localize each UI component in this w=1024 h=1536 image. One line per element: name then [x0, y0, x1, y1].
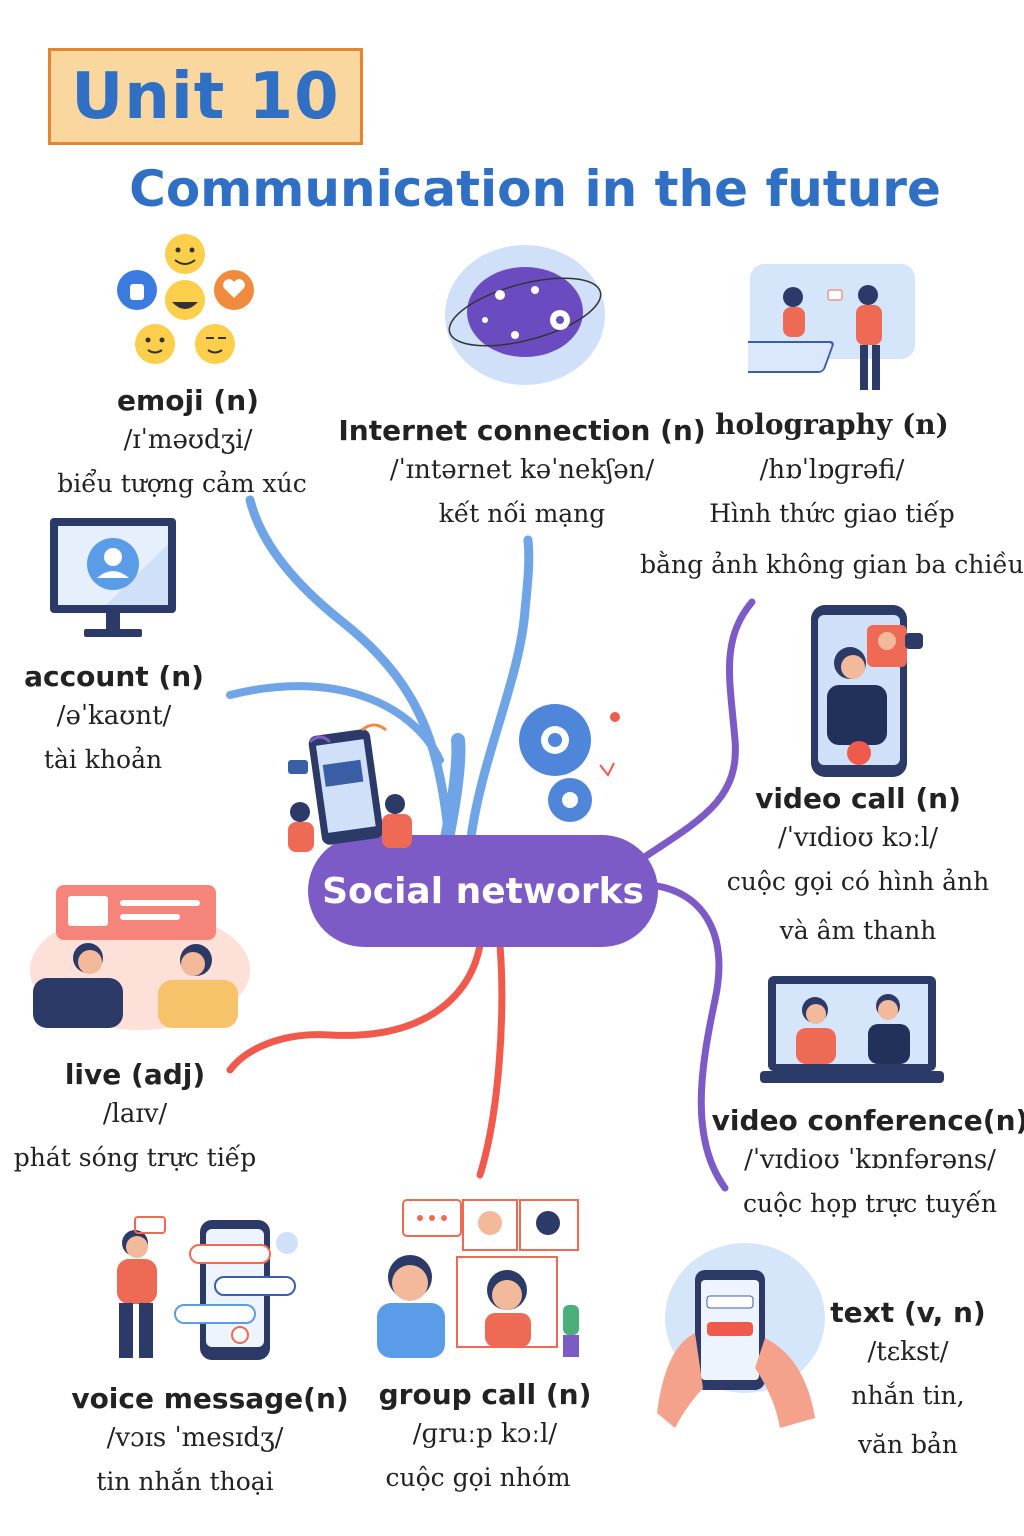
vocab-ipa: /ˈvɪdioʊ ˈkɒnfərəns/ [744, 1145, 996, 1175]
vocab-voice-message: voice message(n) /vɔɪs ˈmesɪdʒ/ tin nhắn… [71, 1382, 348, 1496]
vocab-ipa: /ˈvɪdioʊ kɔːl/ [777, 823, 939, 853]
vocab-emoji: emoji (n) /ɪˈməʊdʒi/ biểu tượng cảm xúc [57, 384, 306, 498]
phone-video-call-icon [811, 605, 923, 777]
vocab-term: group call (n) [378, 1378, 592, 1411]
vocab-ipa: /ˈɪntərnet kəˈnekʃən/ [389, 455, 655, 485]
vocab-meaning: tài khoản [43, 745, 163, 774]
vocab-meaning: phát sóng trực tiếp [13, 1143, 257, 1172]
vocab-meaning-line2: văn bản [857, 1430, 959, 1459]
vocab-meaning: cuộc gọi có hình ảnh [726, 867, 990, 896]
vocab-group-call: group call (n) /ɡruːp kɔːl/ cuộc gọi nhó… [379, 1378, 592, 1492]
monitor-user-icon [50, 518, 176, 637]
vocab-term: text (v, n) [830, 1296, 986, 1329]
vocab-video-conference: video conference(n) /ˈvɪdioʊ ˈkɒnfərəns/… [712, 1104, 1024, 1218]
vocab-ipa: /laɪv/ [102, 1099, 168, 1129]
vocab-term: Internet connection (n) [338, 414, 706, 447]
vocab-ipa: /əˈkaʊnt/ [56, 701, 172, 731]
group-call-grid-icon [377, 1199, 579, 1358]
vocab-meaning: kết nối mạng [438, 499, 606, 528]
center-node: Social networks [308, 835, 658, 947]
unit-label: Unit 10 [71, 59, 340, 134]
vocab-holography: holography (n) /hɒˈlɒɡrəfi/ Hình thức gi… [640, 408, 1024, 579]
branch-account [226, 682, 444, 764]
vocab-ipa: /hɒˈlɒɡrəfi/ [759, 455, 905, 485]
vocab-meaning-line2: và âm thanh [779, 916, 937, 945]
vocab-meaning: cuộc họp trực tuyến [742, 1189, 997, 1218]
vocab-meaning: cuộc gọi nhóm [385, 1463, 571, 1492]
vocab-ipa: /ɡruːp kɔːl/ [412, 1419, 558, 1449]
unit-badge: Unit 10 [48, 48, 363, 145]
branch-internet [465, 535, 534, 850]
vocab-ipa: /tɛkst/ [867, 1337, 949, 1367]
voice-message-person-icon [117, 1216, 298, 1360]
branch-holography [636, 598, 756, 864]
branch-group-call [476, 941, 506, 1179]
vocab-meaning: nhắn tin, [851, 1381, 965, 1410]
page-title: Communication in the future [129, 160, 941, 218]
vocab-internet-connection: Internet connection (n) /ˈɪntərnet kəˈne… [338, 414, 705, 528]
vocab-term: video conference(n) [711, 1104, 1024, 1137]
vocab-video-call: video call (n) /ˈvɪdioʊ kɔːl/ cuộc gọi c… [727, 782, 989, 945]
hands-phone-text-icon [657, 1243, 825, 1428]
hologram-meeting-icon [748, 264, 915, 390]
emoji-reactions-icon [117, 234, 254, 364]
vocab-term: holography (n) [715, 408, 949, 441]
vocab-meaning-line2: bằng ảnh không gian ba chiều [640, 550, 1024, 579]
laptop-conference-icon [760, 976, 944, 1083]
globe-network-icon [445, 245, 605, 385]
branch-emoji [245, 495, 455, 850]
vocab-term: account (n) [24, 660, 204, 693]
vocab-meaning: tin nhắn thoại [96, 1467, 274, 1496]
live-chat-people-icon [30, 885, 250, 1030]
vocab-text: text (v, n) /tɛkst/ nhắn tin, văn bản [830, 1296, 985, 1459]
center-label: Social networks [322, 870, 644, 912]
vocab-term: emoji (n) [117, 384, 259, 417]
gears-icon [519, 704, 620, 822]
vocab-term: voice message(n) [71, 1382, 349, 1415]
vocab-account: account (n) /əˈkaʊnt/ tài khoản [24, 660, 204, 774]
vocab-meaning: Hình thức giao tiếp [709, 499, 955, 528]
vocab-term: live (adj) [64, 1058, 206, 1091]
vocab-ipa: /vɔɪs ˈmesɪdʒ/ [106, 1423, 284, 1453]
vocab-ipa: /ɪˈməʊdʒi/ [123, 425, 253, 455]
branch-video-conference [646, 881, 729, 1192]
vocab-meaning: biểu tượng cảm xúc [57, 469, 307, 498]
phone-social-illustration [288, 723, 412, 852]
branch-live [226, 941, 484, 1074]
vocab-live: live (adj) /laɪv/ phát sóng trực tiếp [14, 1058, 256, 1172]
vocab-term: video call (n) [755, 782, 961, 815]
